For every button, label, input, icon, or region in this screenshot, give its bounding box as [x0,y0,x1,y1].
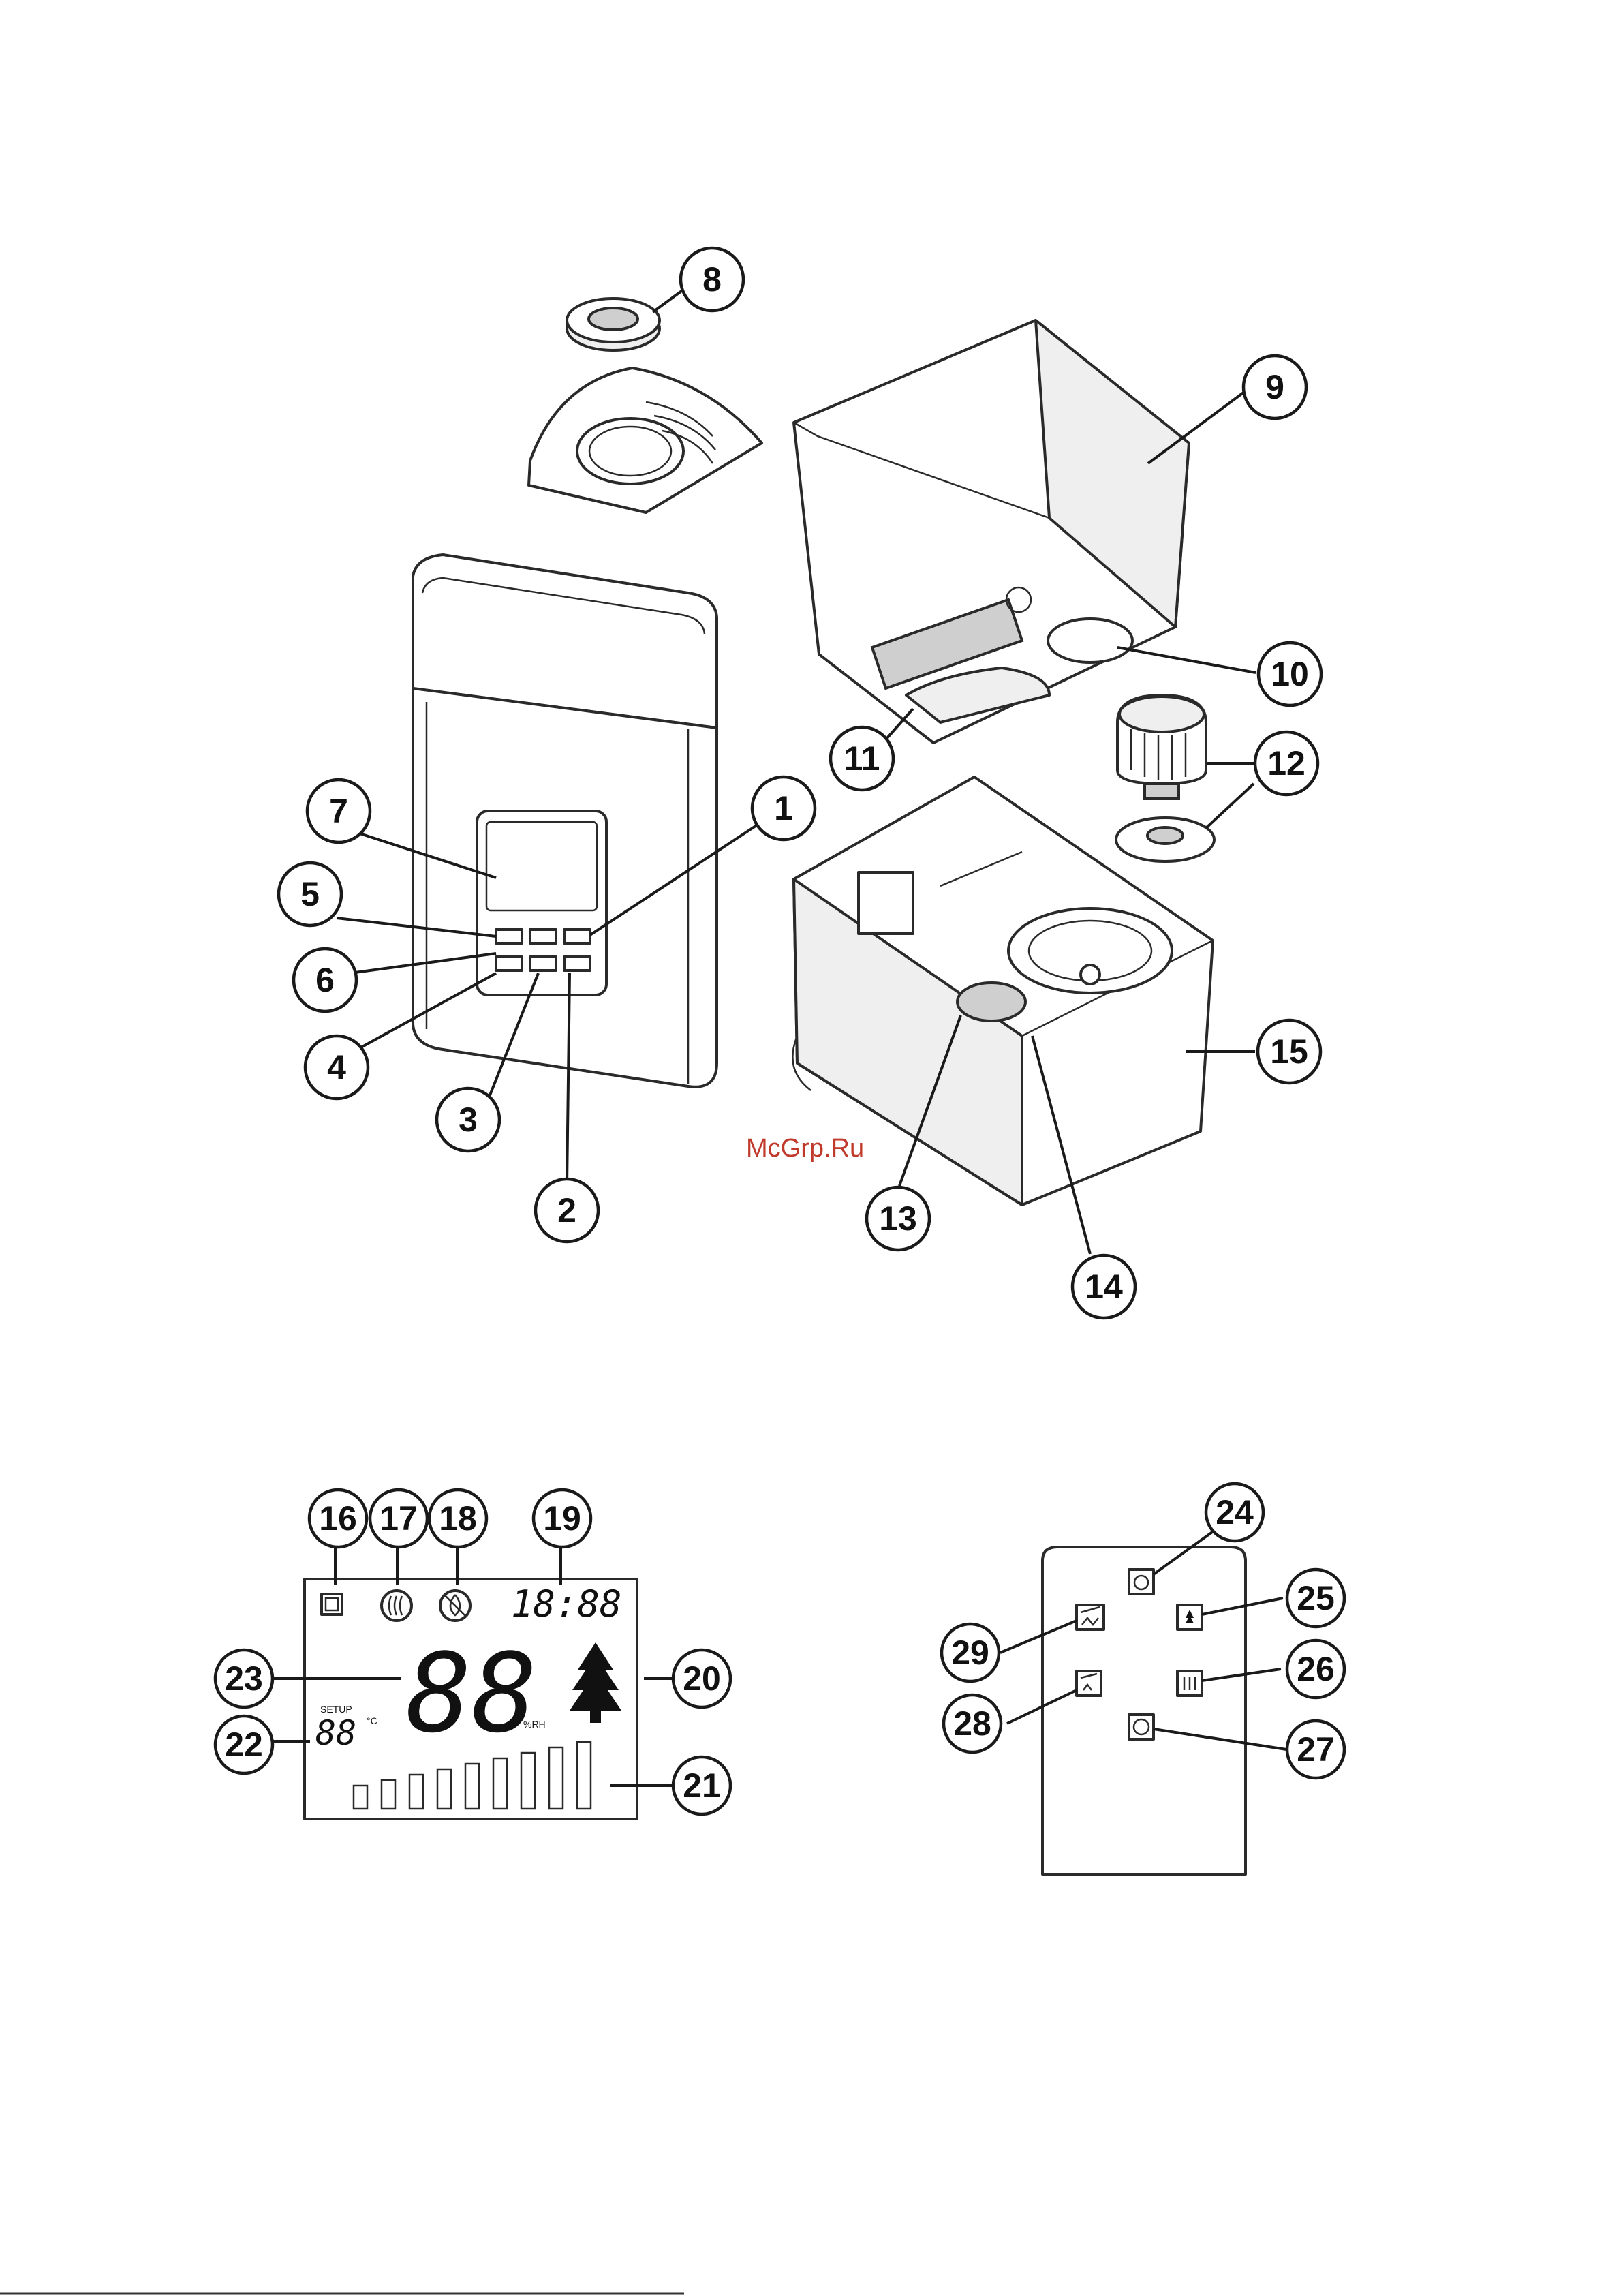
callout-number: 1 [774,789,793,827]
callout-number: 18 [439,1499,477,1537]
callout-25: 25 [1287,1570,1344,1627]
lcd-humidity-digits: 88 [406,1629,538,1757]
callout-8: 8 [681,248,743,311]
callout-19: 19 [534,1490,591,1547]
remote-control [1000,1531,1286,1874]
water-tank [794,320,1189,743]
callout-number: 2 [557,1191,576,1229]
control-button-6[interactable] [530,930,556,943]
callout-10: 10 [1258,643,1321,705]
watermark-text: McGrp.Ru [746,1134,864,1163]
callout-5: 5 [279,863,341,925]
callout-number: 8 [702,260,722,299]
callout-number: 5 [300,875,320,913]
callout-number: 9 [1265,368,1284,406]
lcd-temp-digits: 88 [315,1713,356,1753]
callout-15: 15 [1258,1020,1320,1083]
control-button-3[interactable] [530,957,556,970]
callout-18: 18 [429,1490,486,1547]
callout-number: 28 [953,1704,991,1743]
lcd-clock: 18:88 [511,1582,622,1625]
callout-number: 15 [1270,1032,1308,1071]
callout-number: 6 [315,961,335,999]
callout-2: 2 [536,1179,598,1242]
callout-number: 7 [329,792,348,830]
callout-number: 24 [1216,1493,1254,1531]
filter-cartridge [1116,695,1214,861]
callout-21: 21 [673,1757,730,1814]
lcd-humidity-unit: %RH [523,1719,546,1730]
callout-1: 1 [752,777,815,840]
callout-12: 12 [1255,732,1318,795]
callout-16: 16 [309,1490,367,1547]
callout-7: 7 [307,780,370,842]
callout-number: 11 [844,739,880,778]
control-button-2[interactable] [564,957,590,970]
callout-14: 14 [1072,1255,1135,1318]
mist-nozzle [567,299,660,350]
callout-13: 13 [867,1187,929,1250]
callout-number: 17 [380,1499,418,1537]
callout-9: 9 [1243,356,1306,418]
callout-4: 4 [305,1036,368,1099]
callout-29: 29 [942,1624,999,1681]
callout-number: 22 [225,1726,263,1764]
control-button-1[interactable] [564,930,590,943]
callout-number: 10 [1271,655,1309,693]
callout-number: 20 [683,1659,721,1698]
warm-mist-icon [382,1591,412,1621]
humidifier-body [413,555,717,1087]
callout-number: 3 [459,1101,478,1139]
control-button-5[interactable] [496,930,522,943]
callout-11: 11 [831,727,893,790]
callout-number: 26 [1297,1650,1335,1688]
lcd-temp-unit: °C [367,1715,377,1726]
callout-number: 23 [225,1659,263,1698]
callout-26: 26 [1287,1640,1344,1698]
callout-24: 24 [1206,1484,1263,1541]
callout-3: 3 [437,1088,499,1151]
lcd-display-panel: 18:88 88 %RH SETUP 88 °C [270,1537,675,1819]
callout-20: 20 [673,1650,730,1707]
callout-number: 29 [951,1634,989,1672]
remote-clock-button[interactable] [1129,1715,1154,1739]
callout-number: 16 [319,1499,357,1537]
callout-23: 23 [215,1650,273,1707]
callout-number: 25 [1297,1579,1335,1617]
control-button-4[interactable] [496,957,522,970]
callout-17: 17 [370,1490,427,1547]
callout-number: 14 [1085,1268,1123,1306]
callout-number: 4 [327,1048,346,1086]
callout-number: 12 [1267,744,1305,782]
callout-number: 13 [879,1199,917,1238]
remote-timer-button[interactable] [1129,1570,1154,1594]
top-cover-plate [529,368,762,512]
callout-27: 27 [1287,1721,1344,1778]
callout-6: 6 [294,949,356,1011]
callout-28: 28 [944,1695,1001,1752]
callout-number: 27 [1297,1730,1335,1769]
callout-number: 19 [543,1499,581,1537]
power-icon [322,1594,342,1614]
remote-humidity-down-button[interactable] [1077,1671,1101,1696]
remote-humidity-up-button[interactable] [1077,1605,1104,1629]
callout-number: 21 [683,1766,721,1805]
callout-22: 22 [215,1716,273,1773]
